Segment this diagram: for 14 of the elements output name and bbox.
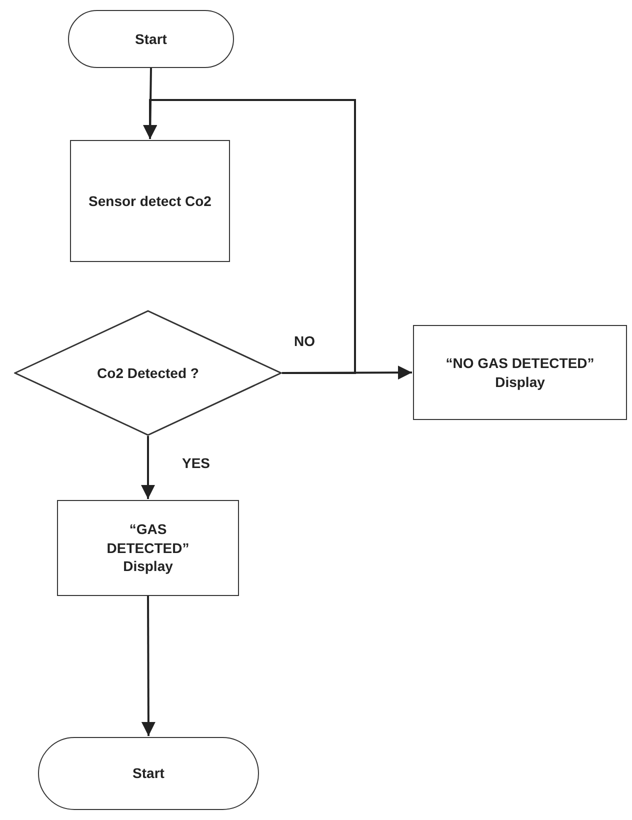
node-label: Sensor detect Co2 bbox=[88, 192, 212, 210]
edge-label: YES bbox=[180, 455, 212, 471]
node-label: “GAS DETECTED” Display bbox=[106, 520, 190, 576]
process-box bbox=[413, 325, 627, 420]
node-label: Co2 Detected ? bbox=[97, 364, 199, 382]
arrow bbox=[143, 99, 356, 374]
arrow bbox=[141, 436, 155, 499]
process-box bbox=[57, 500, 239, 596]
process-box bbox=[70, 140, 230, 262]
edge-label: NO bbox=[292, 333, 317, 349]
arrow bbox=[141, 596, 156, 736]
node-label: Start bbox=[135, 30, 167, 48]
node-label: Start bbox=[132, 764, 164, 783]
node-label: “NO GAS DETECTED” Display bbox=[444, 354, 596, 392]
